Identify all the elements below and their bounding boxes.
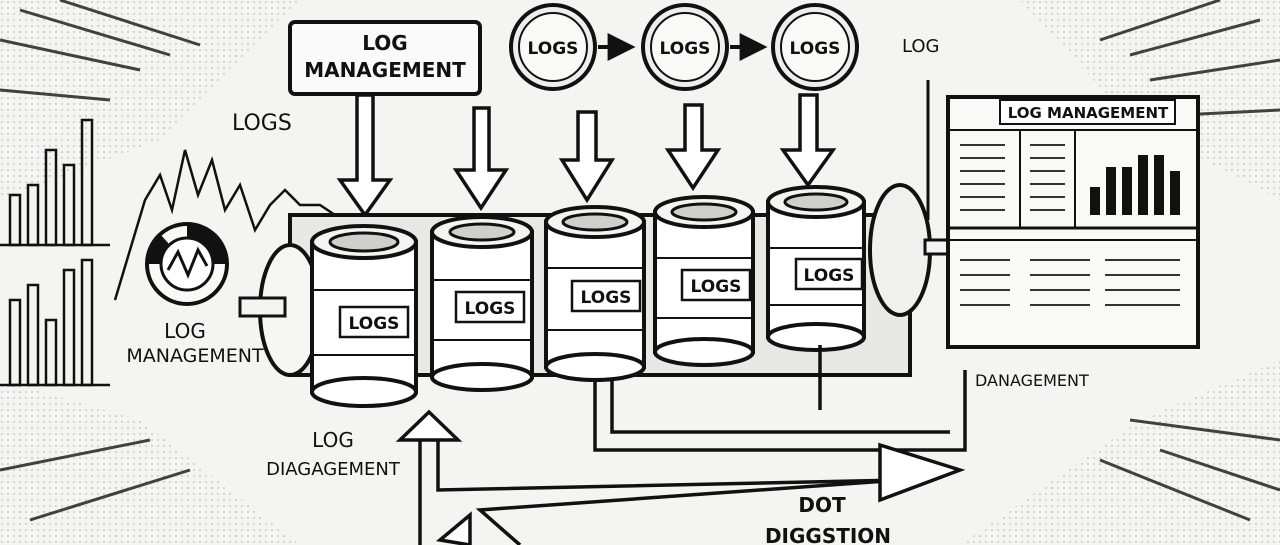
label-bottom-right: DANAGEMENT xyxy=(975,371,1089,390)
drum-4: LOGS xyxy=(653,195,755,367)
circle-3-label: LOGS xyxy=(790,39,841,59)
label-log-top-right: LOG xyxy=(902,36,940,57)
waveform-line xyxy=(113,149,336,301)
label-bottom-center-line2: DIGGSTION xyxy=(765,524,891,545)
dashboard-bar-chart xyxy=(1090,155,1180,215)
dashboard-bar xyxy=(1138,155,1148,215)
label-bottom-left-line2: DIAGAGEMENT xyxy=(266,459,401,480)
label-left-mgmt-line2: MANAGEMENT xyxy=(126,345,264,367)
drum-4-label: LOGS xyxy=(691,277,742,297)
return-flow-arrows xyxy=(418,345,967,545)
gauge-icon xyxy=(145,222,229,306)
speed-lines xyxy=(0,0,1280,522)
drum-2: LOGS xyxy=(430,215,534,392)
log-management-box: LOG MANAGEMENT xyxy=(288,20,482,96)
label-bottom-left-line1: LOG xyxy=(312,428,354,452)
bottom-arrowheads xyxy=(395,409,966,545)
drum-1-label: LOGS xyxy=(349,314,400,334)
dashboard-panel: LOG MANAGEMENT xyxy=(946,95,1200,349)
left-bar-charts xyxy=(0,118,110,387)
top-box-line1: LOG xyxy=(362,31,407,55)
dashboard-bar xyxy=(1106,167,1116,215)
drum-5-label: LOGS xyxy=(804,266,855,286)
dashboard-title: LOG MANAGEMENT xyxy=(1008,104,1169,122)
drum-3: LOGS xyxy=(544,205,646,382)
drum-1: LOGS xyxy=(310,224,418,408)
log-drums: LOGS LOGS LOGS xyxy=(310,185,866,408)
top-log-circles: LOGS LOGS LOGS xyxy=(509,3,859,91)
label-left-mgmt-line1: LOG xyxy=(164,319,206,343)
circle-1-label: LOGS xyxy=(528,39,579,59)
dashboard-bar xyxy=(1122,167,1132,215)
down-arrows xyxy=(336,93,837,219)
dashboard-bar xyxy=(1170,171,1180,215)
label-bottom-center-line1: DOT xyxy=(798,493,846,517)
drum-2-label: LOGS xyxy=(465,299,516,319)
circle-2-label: LOGS xyxy=(660,39,711,59)
top-box-line2: MANAGEMENT xyxy=(304,58,466,82)
label-logs-left: LOGS xyxy=(232,111,292,136)
drum-5: LOGS xyxy=(766,185,866,352)
dashboard-bar xyxy=(1154,155,1164,215)
dashboard-bar xyxy=(1090,187,1100,215)
drum-3-label: LOGS xyxy=(581,288,632,308)
